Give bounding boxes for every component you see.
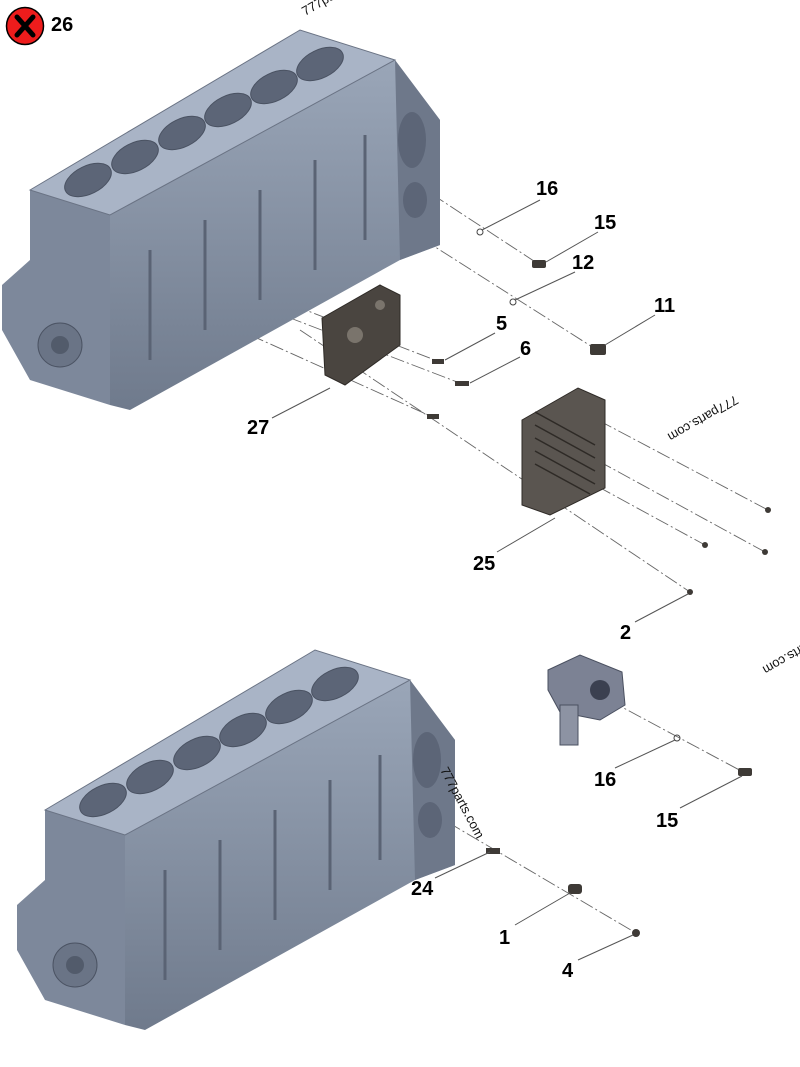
callout-4[interactable]: 4 [562, 960, 574, 982]
control-unit-part-25 [521, 387, 606, 516]
removed-part-number: 26 [51, 14, 74, 36]
callout-6[interactable]: 6 [520, 338, 531, 360]
watermark: 777parts.com [299, 0, 375, 19]
callout-15[interactable]: 15 [594, 212, 616, 234]
thermostat-housing [547, 654, 626, 746]
engine-block-lower [15, 648, 457, 1032]
callout-11[interactable]: 11 [654, 295, 675, 317]
bracket-part-27 [321, 284, 401, 386]
callout-2[interactable]: 2 [620, 622, 631, 644]
watermark: 777parts.com [665, 392, 741, 444]
small-parts [427, 228, 771, 937]
leader-lines [271, 199, 743, 961]
callout-25[interactable]: 25 [473, 553, 495, 575]
callout-12[interactable]: 12 [572, 252, 594, 274]
watermark: 777parts.com [760, 625, 800, 677]
callout-27[interactable]: 27 [247, 417, 269, 439]
callout-16-lower[interactable]: 16 [594, 769, 616, 791]
callout-16[interactable]: 16 [536, 178, 558, 200]
callout-24[interactable]: 24 [411, 878, 434, 900]
callout-5[interactable]: 5 [496, 313, 507, 335]
callout-15-lower[interactable]: 15 [656, 810, 678, 832]
removed-part-marker [5, 6, 45, 46]
x-circle-icon [5, 6, 45, 46]
callout-1[interactable]: 1 [499, 927, 510, 949]
